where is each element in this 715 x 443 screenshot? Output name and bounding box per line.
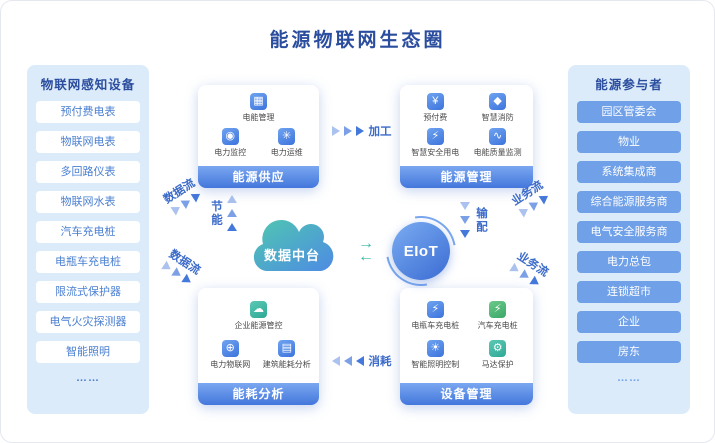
device-item: 电瓶车充电桩 <box>36 251 140 273</box>
device-management-card-body: ⚡ 电瓶车充电桩 ⚡ 汽车充电桩 ☀ 智能照明控制 ⚙ 马达保护 <box>400 288 533 383</box>
card-item: ⊕ 电力物联网 <box>210 340 251 369</box>
participant-item: 系统集成商 <box>577 161 681 183</box>
participant-item: 房东 <box>577 341 681 363</box>
consume-flow: 消耗 <box>322 353 399 369</box>
enterprise-energy-cloud-icon: ☁ <box>249 301 267 318</box>
chevrons-right-icon <box>330 126 366 136</box>
participant-item: 电气安全服务商 <box>577 221 681 243</box>
device-item: 物联网水表 <box>36 191 140 213</box>
transmission-flow: 输配 <box>460 199 489 241</box>
iot-devices-panel-title: 物联网感知设备 <box>40 78 136 92</box>
energy-saving-label: 节能 <box>210 199 222 227</box>
eiot-core: EIoT <box>392 222 450 280</box>
device-management-label: 设备管理 <box>400 383 533 405</box>
energy-supply-card-body: ▦ 电能管理 ◉ 电力监控 ✳ 电力运维 <box>198 85 319 166</box>
ellipsis: …… <box>76 372 100 384</box>
data-flow-bottom: 数据流 <box>142 234 222 299</box>
ellipsis: …… <box>617 372 641 384</box>
device-item: 多回路仪表 <box>36 161 140 183</box>
energy-participants-panel-title: 能源参与者 <box>595 78 663 92</box>
power-iot-globe-icon: ⊕ <box>221 340 239 357</box>
smart-lighting-icon: ☀ <box>426 340 444 357</box>
device-management-card: ⚡ 电瓶车充电桩 ⚡ 汽车充电桩 ☀ 智能照明控制 ⚙ 马达保护 设备管理 <box>400 288 533 405</box>
energy-supply-label: 能源供应 <box>198 166 319 188</box>
card-item: ✳ 电力运维 <box>270 127 303 157</box>
motor-protection-icon: ⚙ <box>489 340 507 357</box>
device-item: 汽车充电桩 <box>36 221 140 243</box>
chevrons-left-icon <box>330 356 366 366</box>
power-quality-icon: ∿ <box>489 127 507 145</box>
process-flow: 加工 <box>322 123 399 139</box>
card-item: ⚡ 智慧安全用电 <box>411 127 460 157</box>
power-monitoring-icon: ◉ <box>221 127 239 145</box>
arrow-right-icon: → <box>358 235 374 252</box>
process-flow-label: 加工 <box>368 126 392 138</box>
energy-analysis-card: ☁ 企业能源管控 ⊕ 电力物联网 ▤ 建筑能耗分析 能耗分析 <box>198 288 319 405</box>
chevrons-down-icon <box>460 199 470 241</box>
card-item: ◉ 电力监控 <box>214 127 247 157</box>
energy-analysis-label: 能耗分析 <box>198 383 319 405</box>
diagram-title: 能源物联网生态圈 <box>269 30 446 51</box>
iot-devices-panel: 物联网感知设备 预付费电表 物联网电表 多回路仪表 物联网水表 汽车充电桩 电瓶… <box>27 65 149 414</box>
data-platform-label: 数据中台 <box>263 248 320 263</box>
arrow-left-icon: ← <box>358 248 374 265</box>
card-item: ⚙ 马达保护 <box>481 340 514 369</box>
device-item: 限流式保护器 <box>36 281 140 303</box>
device-item: 电气火灾探测器 <box>36 311 140 333</box>
energy-meter-icon: ▦ <box>249 93 267 111</box>
card-item: ∿ 电能质量监测 <box>473 127 522 157</box>
card-item: ▤ 建筑能耗分析 <box>262 340 311 369</box>
card-item: ▦ 电能管理 <box>242 93 275 123</box>
exchange-arrows-icon: → ← <box>342 235 390 265</box>
ebike-charger-icon: ⚡ <box>426 301 444 318</box>
transmission-label: 输配 <box>475 206 487 234</box>
energy-participants-panel: 能源参与者 园区管委会 物业 系统集成商 综合能源服务商 电气安全服务商 电力总… <box>568 65 690 414</box>
card-item: ¥ 预付费 <box>423 93 448 123</box>
safe-electricity-icon: ⚡ <box>426 127 444 145</box>
participant-item: 综合能源服务商 <box>577 191 681 213</box>
energy-analysis-card-body: ☁ 企业能源管控 ⊕ 电力物联网 ▤ 建筑能耗分析 <box>198 288 319 383</box>
building-energy-report-icon: ▤ <box>278 340 296 357</box>
participant-item: 连锁超市 <box>577 281 681 303</box>
consume-flow-label: 消耗 <box>368 356 392 368</box>
data-platform-cloud: 数据中台 <box>244 219 340 277</box>
car-charger-icon: ⚡ <box>489 301 507 318</box>
card-item: ⚡ 电瓶车充电桩 <box>411 301 460 330</box>
device-item: 预付费电表 <box>36 101 140 123</box>
card-item: ☁ 企业能源管控 <box>234 301 283 330</box>
energy-management-card-body: ¥ 预付费 ◆ 智慧消防 ⚡ 智慧安全用电 ∿ 电能质量监测 <box>400 85 533 166</box>
card-item: ☀ 智能照明控制 <box>411 340 460 369</box>
energy-management-card: ¥ 预付费 ◆ 智慧消防 ⚡ 智慧安全用电 ∿ 电能质量监测 能源管理 <box>400 85 533 188</box>
device-item: 智能照明 <box>36 341 140 363</box>
fire-safety-shield-icon: ◆ <box>489 93 507 111</box>
participant-item: 园区管委会 <box>577 101 681 123</box>
device-item: 物联网电表 <box>36 131 140 153</box>
energy-supply-card: ▦ 电能管理 ◉ 电力监控 ✳ 电力运维 能源供应 <box>198 85 319 188</box>
cloud-shape-icon <box>253 219 334 271</box>
participant-item: 电力总包 <box>577 251 681 273</box>
card-item: ⚡ 汽车充电桩 <box>477 301 518 330</box>
participant-item: 企业 <box>577 311 681 333</box>
participant-item: 物业 <box>577 131 681 153</box>
prepaid-icon: ¥ <box>426 93 444 111</box>
chevrons-up-icon <box>227 192 237 234</box>
power-maintenance-icon: ✳ <box>278 127 296 145</box>
card-item: ◆ 智慧消防 <box>481 93 514 123</box>
energy-management-label: 能源管理 <box>400 166 533 188</box>
energy-saving-flow: 节能 <box>208 192 237 234</box>
